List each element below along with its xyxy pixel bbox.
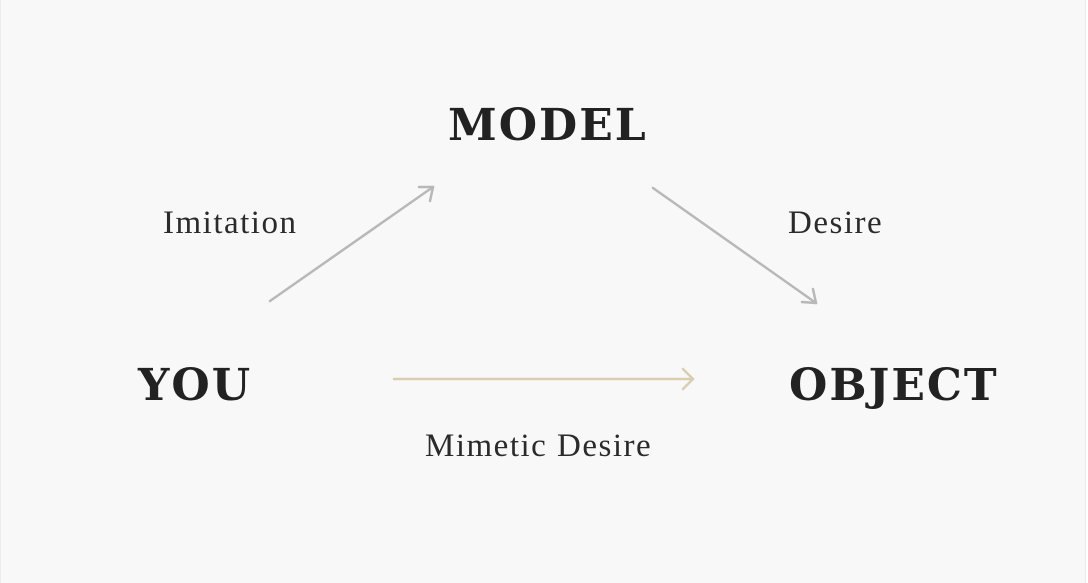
- desire-arrow-line: [651, 186, 818, 305]
- imitation-arrow: [268, 185, 435, 303]
- node-object: OBJECT: [789, 360, 999, 411]
- node-you: YOU: [138, 360, 253, 411]
- desire-arrow-head: [800, 287, 818, 305]
- imitation-arrow-line: [268, 185, 435, 303]
- imitation-label: Imitation: [163, 205, 298, 241]
- mimetic-desire-arrow-head: [681, 367, 695, 391]
- mimetic-desire-arrow: [392, 367, 695, 391]
- mimetic-desire-label: Mimetic Desire: [425, 428, 653, 464]
- desire-label: Desire: [788, 205, 884, 241]
- node-model: MODEL: [448, 100, 648, 151]
- imitation-arrow-head: [417, 185, 435, 203]
- desire-arrow: [651, 186, 818, 305]
